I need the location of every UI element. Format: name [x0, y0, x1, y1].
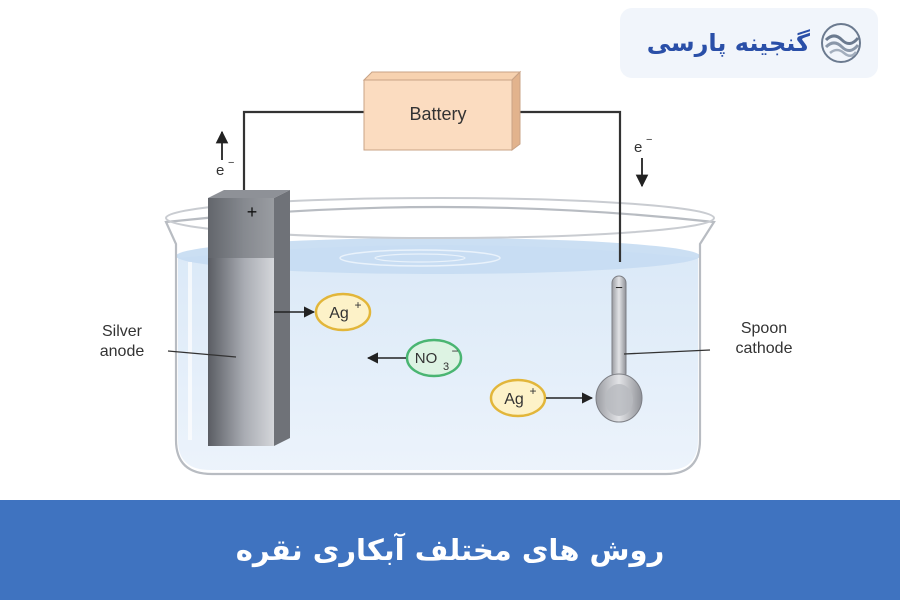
spoon-cathode: − [595, 275, 643, 423]
footer-title: روش های مختلف آبکاری نقره [235, 533, 665, 567]
ag-ion-top: Ag + [274, 292, 372, 332]
electron-flow-right: e − [634, 134, 652, 188]
ag-ion-top-charge: + [354, 298, 361, 312]
beaker-rim [165, 197, 715, 239]
cathode-label: Spoon cathode [623, 320, 793, 357]
brand-badge[interactable]: گنجینه پارسی [620, 8, 878, 78]
water-ripple-inner [374, 253, 466, 263]
electron-left-label: e [216, 162, 224, 179]
electron-right-label: e [634, 139, 642, 156]
circuit-wires [242, 110, 622, 262]
wave-logo-icon [821, 23, 861, 63]
battery: Battery [362, 70, 522, 151]
no3-ion-subscript: 3 [443, 361, 449, 373]
brand-name: گنجینه پارسی [646, 29, 810, 57]
silver-anode: + [208, 190, 290, 446]
diagram-canvas: Battery e − e − + − Silver anode Spoon c… [100, 70, 793, 476]
right-wire [512, 110, 622, 262]
anode-label-line2: anode [100, 343, 145, 360]
electron-flow-left: e − [215, 130, 234, 179]
left-wire [242, 110, 364, 192]
no3-ion-charge: − [451, 344, 458, 358]
cathode-label-line1: Spoon [741, 320, 787, 337]
ag-ion-top-symbol: Ag [329, 305, 349, 322]
electron-left-charge: − [228, 157, 234, 169]
no3-ion: NO 3 − [366, 338, 463, 378]
ag-ion-bottom-charge: + [529, 384, 536, 398]
anode-label-line1: Silver [102, 323, 143, 340]
electroplating-diagram: Battery e − e − + − Silver anode Spoon c… [100, 70, 793, 476]
ag-ion-bottom: Ag + [489, 378, 594, 418]
anode-label: Silver anode [100, 323, 237, 360]
electron-right-charge: − [646, 134, 652, 146]
no3-ion-symbol: NO [415, 350, 438, 367]
anode-terminal: + [247, 202, 258, 222]
water-ripple [339, 249, 501, 267]
beaker-glass [164, 205, 716, 476]
ag-ion-bottom-symbol: Ag [504, 391, 524, 408]
footer-banner: روش های مختلف آبکاری نقره [0, 500, 900, 600]
battery-label: Battery [409, 104, 466, 124]
cathode-terminal: − [615, 280, 623, 295]
water-surface [176, 238, 700, 274]
cathode-label-line2: cathode [736, 340, 793, 357]
